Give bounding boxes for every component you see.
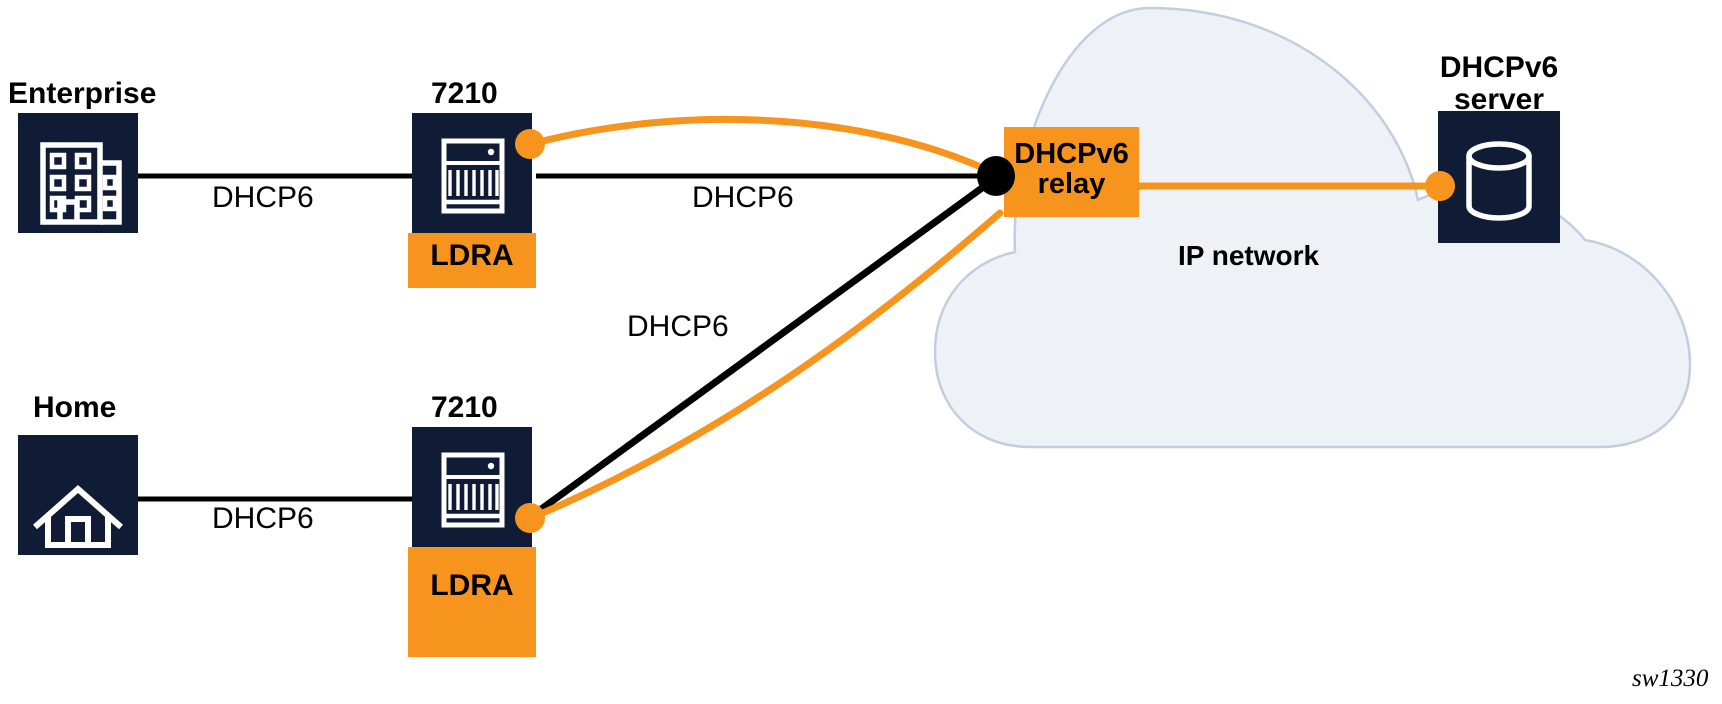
orange-dot-router-bottom <box>515 503 545 533</box>
orange-dot-server <box>1425 171 1455 201</box>
router-bottom-node[interactable] <box>408 427 536 657</box>
router-top-icon-bg <box>412 113 532 233</box>
figure-id-label: sw1330 <box>1632 665 1709 692</box>
link-router-bottom-relay <box>526 174 1000 521</box>
link-label-enterprise-dhcp6: DHCP6 <box>212 181 314 214</box>
server-icon-bg <box>1438 111 1560 243</box>
orange-dot-router-top <box>515 129 545 159</box>
server-label-line2: server <box>1453 82 1545 116</box>
link-label-router-top-dhcp6: DHCP6 <box>692 181 794 214</box>
house-icon <box>33 484 123 548</box>
router-top-ldra-label: LDRA <box>430 239 514 272</box>
black-junction-dot-relay <box>977 156 1015 196</box>
link-router-top-relay-orange <box>527 115 1000 178</box>
router-bottom-icon-bg <box>412 427 532 547</box>
router-bottom-ldra-label: LDRA <box>430 569 514 602</box>
router-bottom-label: 7210 <box>431 391 498 424</box>
router-rack-icon <box>441 452 505 528</box>
ip-network-label: IP network <box>1178 240 1320 271</box>
home-node[interactable] <box>18 435 138 555</box>
router-rack-icon <box>441 138 505 214</box>
database-cylinder-icon <box>1466 141 1532 221</box>
link-label-home-dhcp6: DHCP6 <box>212 502 314 535</box>
dhcpv6-relay-box[interactable] <box>1004 127 1139 217</box>
server-label-line1: DHCPv6 <box>1439 51 1559 84</box>
router-top-node[interactable] <box>408 113 536 288</box>
router-top-label: 7210 <box>431 77 498 110</box>
home-icon-bg <box>18 435 138 555</box>
router-top-ldra-tag-bg <box>408 233 536 288</box>
office-building-windows <box>49 152 118 213</box>
enterprise-node[interactable] <box>18 113 138 233</box>
dhcpv6-server-node[interactable] <box>1438 111 1560 243</box>
link-label-router-bottom-dhcp6: DHCP6 <box>627 310 729 343</box>
enterprise-label: Enterprise <box>8 77 157 110</box>
link-router-bottom-relay-orange <box>527 209 1004 522</box>
ip-network-cloud <box>933 6 1692 449</box>
relay-label-line1: DHCPv6 <box>1014 138 1129 170</box>
home-label: Home <box>33 391 117 424</box>
relay-label-line2: relay <box>1037 168 1106 201</box>
router-bottom-ldra-tag-bg <box>408 547 536 657</box>
